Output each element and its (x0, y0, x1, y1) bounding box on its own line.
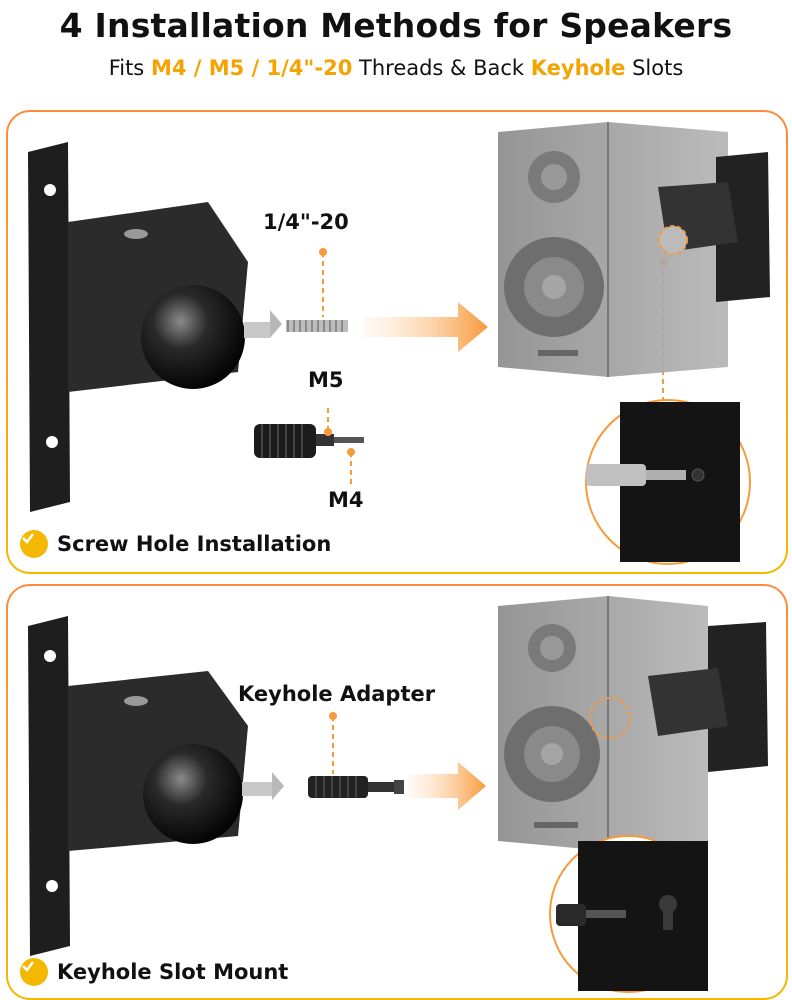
ball-joint (141, 285, 245, 389)
thread-label-quarter-20: 1/4"-20 (263, 210, 349, 234)
direction-arrow (408, 762, 486, 810)
page-title: 4 Installation Methods for Speakers (59, 6, 733, 45)
method-screw-hole: Screw Hole Installation (20, 530, 331, 558)
subtitle-keyhole-highlight: Keyhole (530, 56, 626, 80)
wall-mount-bracket (28, 142, 348, 512)
subtitle-text-2: Threads & Back (352, 56, 531, 80)
thread-label-m4: M4 (328, 488, 364, 512)
direction-arrow (364, 302, 488, 352)
mounted-bracket (589, 622, 768, 772)
keyhole-panel: Keyhole Adapter Keyhole Slot Mount (6, 584, 788, 1000)
check-circle-icon (20, 958, 48, 986)
subtitle-threads-highlight: M4 / M5 / 1/4"-20 (150, 56, 353, 80)
m5-m4-screw (254, 424, 364, 458)
mounted-bracket (658, 152, 770, 302)
speaker (498, 122, 728, 377)
keyhole-illustration (28, 596, 768, 993)
check-circle-icon (20, 530, 48, 558)
thread-label-m5: M5 (308, 368, 344, 392)
detail-zoom-circle (549, 835, 708, 993)
method-label: Screw Hole Installation (57, 532, 332, 556)
screw-hole-illustration (28, 122, 770, 565)
ball-joint (143, 744, 243, 844)
wall-mount-bracket (28, 616, 404, 956)
keyhole-adapter-label: Keyhole Adapter (238, 682, 436, 706)
screw-hole-panel: 1/4"-20 M5 M4 Screw Hole Installation (6, 110, 788, 574)
subtitle-text-1: Fits (108, 56, 151, 80)
subtitle-text-3: Slots (625, 56, 684, 80)
detail-zoom-circle (585, 399, 751, 565)
method-keyhole-slot: Keyhole Slot Mount (20, 958, 288, 986)
page-subtitle: Fits M4 / M5 / 1/4"-20 Threads & Back Ke… (0, 56, 792, 80)
method-label: Keyhole Slot Mount (57, 960, 289, 984)
speaker (498, 596, 708, 851)
